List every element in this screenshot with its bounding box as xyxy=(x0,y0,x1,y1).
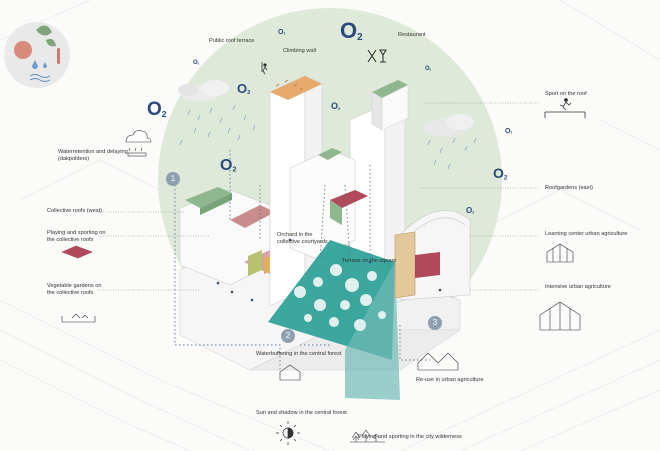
o2-symbol: O2 xyxy=(237,81,251,97)
west-wing xyxy=(179,187,300,286)
label-restaurant: Restaurant xyxy=(398,32,426,38)
cloud-rain-icon xyxy=(423,114,474,137)
o2-symbol: O2 xyxy=(220,157,237,174)
bench-icon xyxy=(61,245,96,323)
label-roofgardens-east: Roofgardens (east) xyxy=(545,185,593,191)
label-collective-roofs-west: Collective roofs (west) xyxy=(47,208,103,214)
label-learning-center: Learning center urban agriculture xyxy=(545,231,628,237)
people xyxy=(216,238,442,302)
sustainability-emblem-icon xyxy=(4,22,70,88)
label-sport-on-roof: Sport on the roof xyxy=(545,91,587,97)
label-playing-wilderness: Playing and sporting in the city wildern… xyxy=(358,434,462,440)
o2-symbol: O2 xyxy=(466,206,475,215)
label-sun-shadow: Sun and shadow in the central forest xyxy=(256,410,347,416)
o2-symbol: O2 xyxy=(193,60,200,66)
label-vegetable-gardens: Vegetable gardens on the collective roof… xyxy=(47,283,102,296)
o2-symbol: O2 xyxy=(340,18,363,43)
cloud-rain-icon xyxy=(125,130,152,157)
restaurant-fork-glass-icon xyxy=(367,49,387,63)
trees-icon xyxy=(350,429,385,443)
label-leaders xyxy=(98,102,540,291)
water-flow-lines xyxy=(174,150,430,370)
label-public-roof-terrace: Public roof terrace xyxy=(209,38,255,44)
sun-icon xyxy=(276,421,300,445)
label-waterbuffering: Waterbuffering in the central forest xyxy=(256,351,342,357)
o2-symbol: O2 xyxy=(493,165,508,182)
cloud-rain-icon xyxy=(178,80,229,101)
marker-3: 3 xyxy=(428,316,442,330)
label-orchard: Orchard in the collective courtyards xyxy=(277,232,328,245)
runner-icon xyxy=(544,98,586,118)
o2-symbol: O2 xyxy=(505,128,513,135)
label-intensive-agriculture: Intensive urban agriculture xyxy=(545,284,611,290)
climber-icon xyxy=(261,62,268,75)
label-terrace-square: Terrace on the square xyxy=(342,258,397,264)
central-forest xyxy=(268,240,400,400)
o2-symbol: O2 xyxy=(147,99,167,120)
rain-drops xyxy=(179,104,477,170)
label-playing-collective-roofs: Playing and sporting on the collective r… xyxy=(47,230,106,243)
label-water-retention: Waterretention and delaying (dakpolders) xyxy=(58,149,128,162)
marker-1: 1 xyxy=(166,172,180,186)
o2-symbol: O2 xyxy=(278,29,286,36)
label-reuse: Re-use in urban agriculture xyxy=(416,377,484,383)
o2-symbol: O2 xyxy=(425,66,432,72)
middle-block xyxy=(289,148,368,259)
greenhouse-icon xyxy=(279,243,581,381)
o2-symbol: O2 xyxy=(331,101,341,111)
learning-center-greenhouse xyxy=(394,210,471,301)
label-climbing-wall: Climbing wall xyxy=(283,48,316,54)
marker-2: 2 xyxy=(281,329,295,343)
